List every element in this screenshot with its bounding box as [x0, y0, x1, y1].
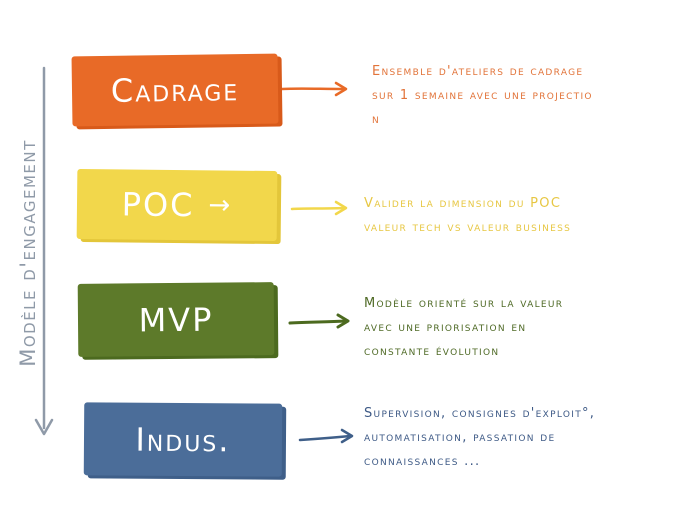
stage-label-cadrage: Cadrage — [110, 70, 240, 110]
description-line: n — [372, 112, 381, 127]
description-line: sur 1 semaine avec une projectio — [372, 88, 593, 103]
indus-connector-head — [340, 428, 354, 444]
stage-label-poc: POC — [121, 185, 195, 225]
description-line: constante évolution — [364, 344, 500, 359]
description-line: Modèle orienté sur la valeur — [364, 296, 564, 311]
description-line: connaissances ... — [364, 454, 481, 469]
description-line: valeur tech vs valeur business — [364, 220, 572, 235]
arrow-right-icon: → — [208, 190, 233, 221]
poc-connector — [290, 206, 346, 211]
mvp-connector — [288, 319, 348, 325]
side-title: Modèle d'engagement — [16, 139, 40, 367]
stage-box-cadrage: Cadrage — [71, 53, 279, 127]
stage-label-indus: Indus. — [135, 420, 231, 459]
timeline-arrow-line — [42, 66, 46, 430]
stage-box-poc: POC → — [76, 168, 278, 242]
poc-connector-head — [334, 200, 348, 216]
stage-box-mvp: MVP — [77, 282, 275, 357]
description-line: Ensemble d'ateliers de cadrage — [372, 64, 584, 79]
description-line: automatisation, passation de — [364, 430, 556, 445]
stage-description-mvp: Modèle orienté sur la valeur avec une pr… — [364, 292, 654, 364]
stage-description-poc: Valider la dimension du POC valeur tech … — [364, 192, 654, 240]
indus-connector — [298, 434, 352, 442]
cadrage-connector-head — [334, 81, 348, 97]
mvp-connector-head — [336, 313, 350, 329]
description-line: Valider la dimension du POC — [364, 196, 562, 211]
stage-description-indus: Supervision, consignes d'exploit°, autom… — [364, 402, 654, 474]
stage-box-indus: Indus. — [83, 402, 283, 477]
description-line: Supervision, consignes d'exploit°, — [364, 406, 596, 421]
timeline-arrow-head — [34, 418, 54, 436]
description-line: avec une priorisation en — [364, 320, 527, 335]
stage-description-cadrage: Ensemble d'ateliers de cadrage sur 1 sem… — [372, 60, 662, 132]
stage-label-mvp: MVP — [138, 300, 214, 339]
